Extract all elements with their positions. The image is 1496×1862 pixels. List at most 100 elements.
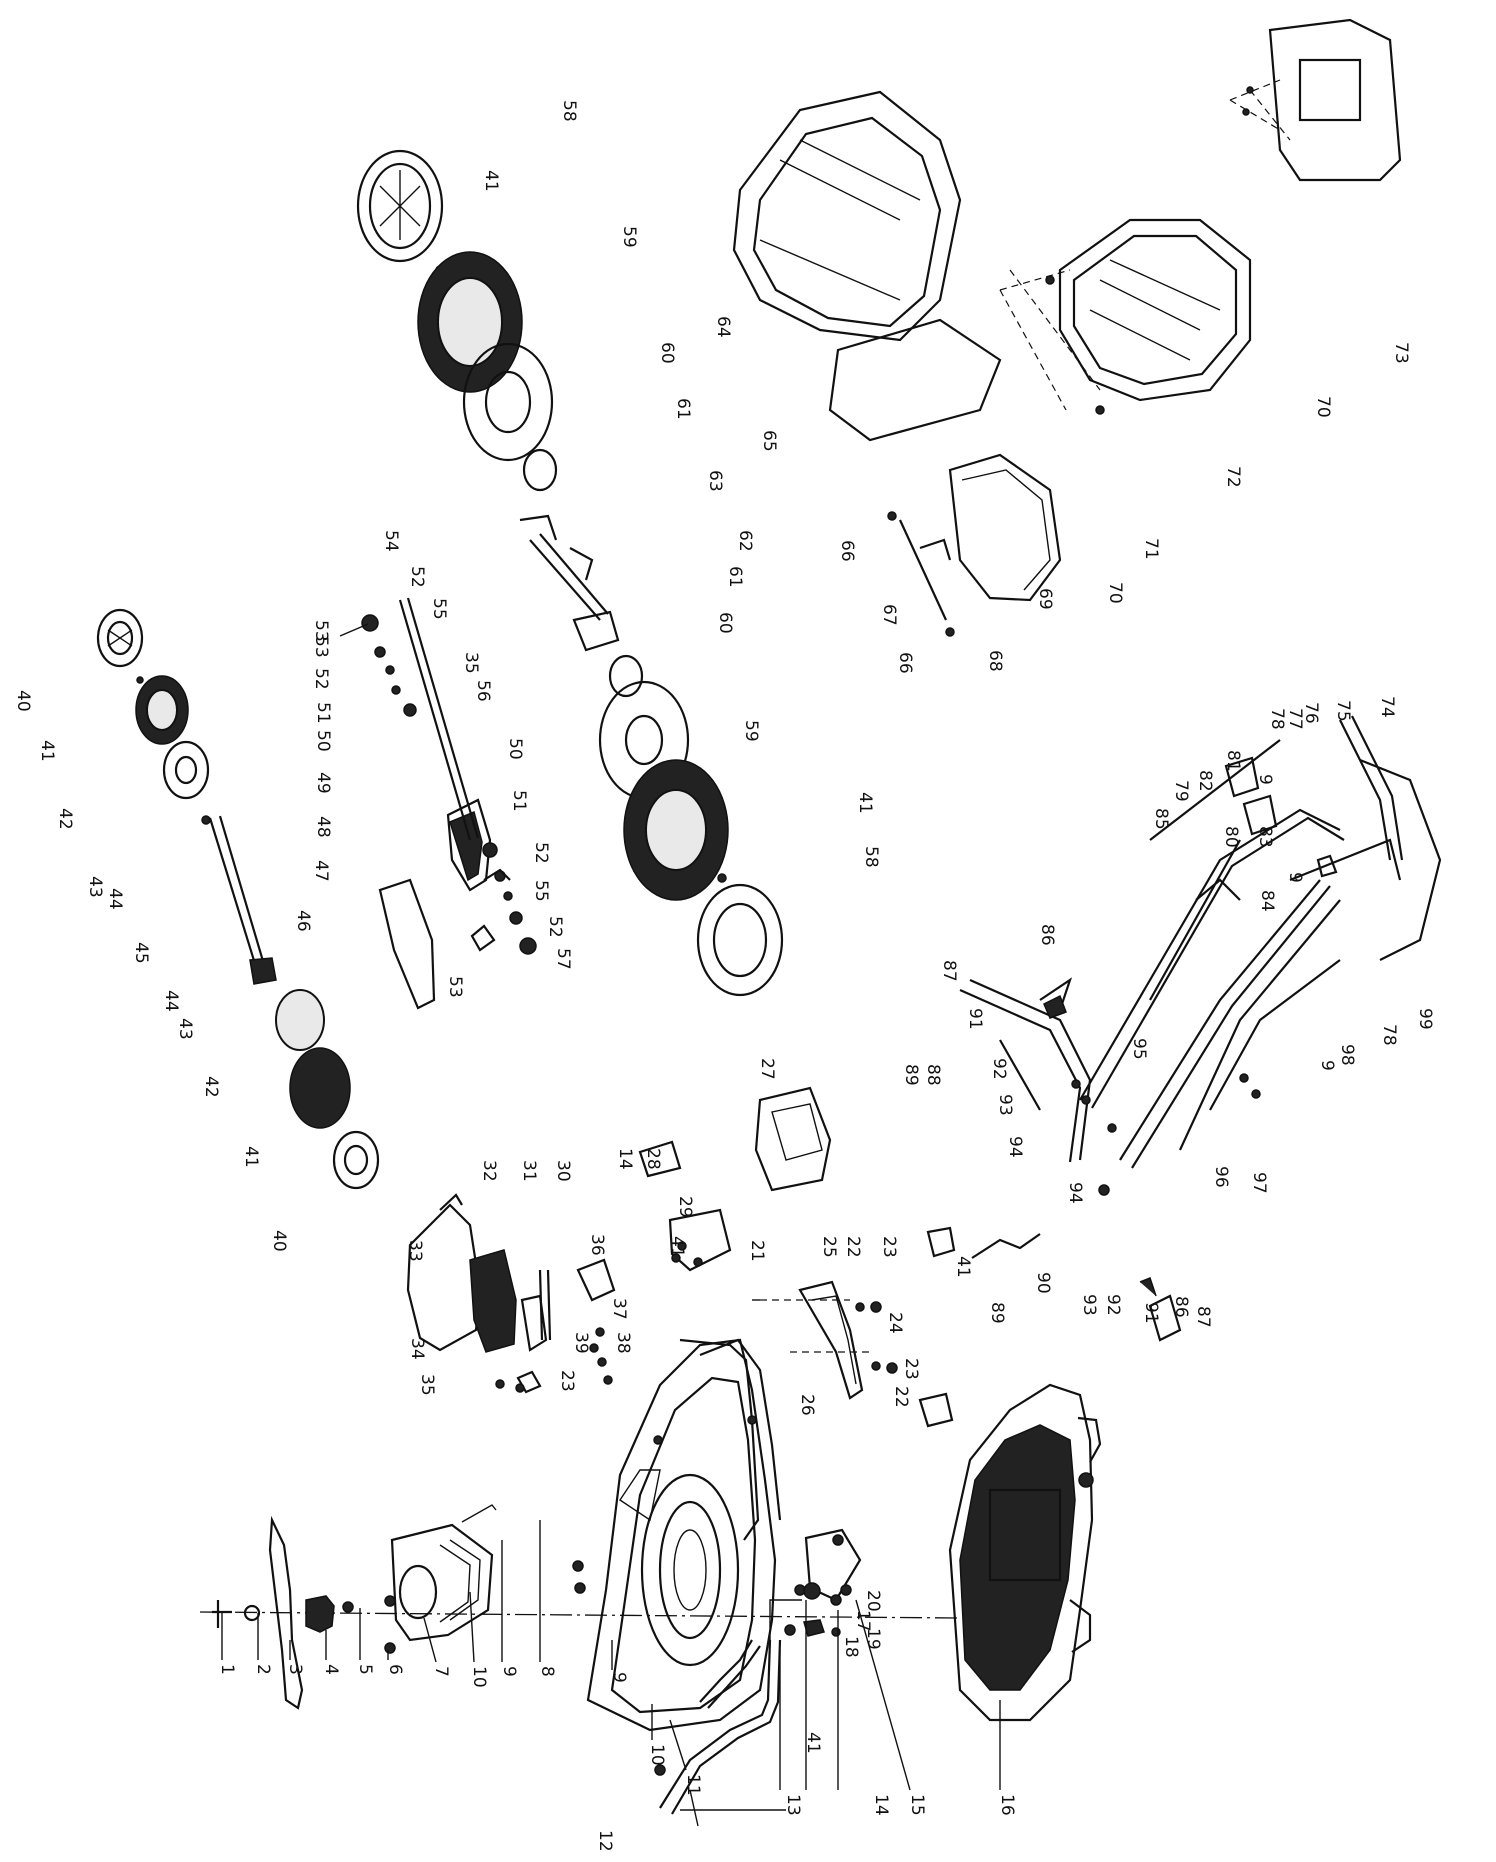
part-label-41-c: 41 bbox=[481, 170, 501, 192]
part-label-48: 48 bbox=[313, 816, 333, 838]
part-label-52-d: 52 bbox=[545, 916, 565, 938]
part-label-67: 67 bbox=[879, 604, 899, 626]
part-label-51-a: 51 bbox=[313, 702, 333, 724]
part-label-98: 98 bbox=[1337, 1044, 1357, 1066]
part-label-26: 26 bbox=[797, 1394, 817, 1416]
part-label-93-a: 93 bbox=[995, 1094, 1015, 1116]
part-label-32: 32 bbox=[479, 1160, 499, 1182]
part-label-21: 21 bbox=[747, 1240, 767, 1262]
part-label-53-b: 53 bbox=[445, 976, 465, 998]
part-label-86-b: 86 bbox=[1171, 1296, 1191, 1318]
part-labels: 1 2 3 4 5 6 7 8 9 9 10 10 11 12 13 14 14… bbox=[13, 100, 1435, 1852]
part-label-44-b: 44 bbox=[161, 990, 181, 1012]
part-label-93-b: 93 bbox=[1079, 1294, 1099, 1316]
part-label-97: 97 bbox=[1249, 1172, 1269, 1194]
part-label-50-a: 50 bbox=[313, 730, 333, 752]
part-label-78-b: 78 bbox=[1379, 1024, 1399, 1046]
part-label-43-a: 43 bbox=[85, 876, 105, 898]
part-label-16: 16 bbox=[997, 1794, 1017, 1816]
part-label-89-a: 89 bbox=[901, 1064, 921, 1086]
part-label-5: 5 bbox=[355, 1664, 375, 1675]
part-label-69: 69 bbox=[1035, 588, 1055, 610]
part-label-60-b: 60 bbox=[715, 612, 735, 634]
part-label-76: 76 bbox=[1301, 702, 1321, 724]
part-label-41-e: 41 bbox=[667, 1236, 687, 1258]
part-label-85: 85 bbox=[1151, 808, 1171, 830]
part-label-51-b: 51 bbox=[509, 790, 529, 812]
grass-catcher bbox=[732, 18, 1402, 637]
part-label-23-c: 23 bbox=[557, 1370, 577, 1392]
part-label-52-b: 52 bbox=[407, 566, 427, 588]
part-label-41-a: 41 bbox=[37, 740, 57, 762]
part-label-72: 72 bbox=[1223, 466, 1243, 488]
part-label-35-a: 35 bbox=[417, 1374, 437, 1396]
part-label-17: 17 bbox=[853, 1610, 873, 1632]
rear-wheel-assembly bbox=[356, 149, 784, 997]
part-label-40-a: 40 bbox=[13, 690, 33, 712]
part-label-94-b: 94 bbox=[1065, 1182, 1085, 1204]
part-label-15: 15 bbox=[907, 1794, 927, 1816]
part-label-24: 24 bbox=[885, 1312, 905, 1334]
cutting-deck bbox=[572, 1338, 782, 1776]
part-label-3: 3 bbox=[285, 1664, 305, 1675]
part-label-41-b: 41 bbox=[241, 1146, 261, 1168]
part-label-41-d: 41 bbox=[855, 792, 875, 814]
rear-flap-bracket bbox=[752, 1280, 898, 1400]
part-label-92-a: 92 bbox=[989, 1058, 1009, 1080]
part-label-27: 27 bbox=[757, 1058, 777, 1080]
part-label-9-e: 9 bbox=[1317, 1060, 1337, 1071]
part-label-60-a: 60 bbox=[657, 342, 677, 364]
part-label-1: 1 bbox=[217, 1664, 237, 1675]
part-label-83: 83 bbox=[1255, 826, 1275, 848]
part-label-8: 8 bbox=[537, 1666, 557, 1677]
part-label-53-a: 53 bbox=[311, 636, 331, 658]
part-label-44-a: 44 bbox=[105, 888, 125, 910]
part-label-80: 80 bbox=[1221, 826, 1241, 848]
part-label-47: 47 bbox=[311, 860, 331, 882]
part-label-52-a: 52 bbox=[311, 668, 331, 690]
part-label-57: 57 bbox=[553, 948, 573, 970]
part-label-81: 81 bbox=[1223, 750, 1243, 772]
part-label-95: 95 bbox=[1129, 1038, 1149, 1060]
part-label-58-b: 58 bbox=[861, 846, 881, 868]
part-label-82: 82 bbox=[1195, 770, 1215, 792]
part-label-41-g: 41 bbox=[953, 1256, 973, 1278]
part-label-30: 30 bbox=[553, 1160, 573, 1182]
part-label-18: 18 bbox=[841, 1636, 861, 1658]
part-label-86-a: 86 bbox=[1037, 924, 1057, 946]
gearbox-assembly bbox=[339, 597, 537, 1010]
part-label-66-b: 66 bbox=[895, 652, 915, 674]
part-label-37: 37 bbox=[609, 1298, 629, 1320]
part-label-9-a: 9 bbox=[499, 1666, 519, 1677]
part-label-65: 65 bbox=[759, 430, 779, 452]
part-label-92-b: 92 bbox=[1103, 1294, 1123, 1316]
part-label-91-a: 91 bbox=[965, 1008, 985, 1030]
part-label-43-b: 43 bbox=[175, 1018, 195, 1040]
front-wheel-assembly bbox=[96, 608, 380, 1190]
part-label-73: 73 bbox=[1391, 342, 1411, 364]
part-label-11: 11 bbox=[683, 1774, 703, 1796]
part-label-68: 68 bbox=[985, 650, 1005, 672]
part-label-63: 63 bbox=[705, 470, 725, 492]
part-label-90: 90 bbox=[1033, 1272, 1053, 1294]
part-label-70-b: 70 bbox=[1313, 396, 1333, 418]
part-label-75: 75 bbox=[1333, 700, 1353, 722]
part-label-91-b: 91 bbox=[1141, 1302, 1161, 1324]
part-label-2: 2 bbox=[253, 1664, 273, 1675]
part-label-99: 99 bbox=[1415, 1008, 1435, 1030]
part-label-33: 33 bbox=[405, 1240, 425, 1262]
part-label-22-a: 22 bbox=[843, 1236, 863, 1258]
part-label-39: 39 bbox=[571, 1332, 591, 1354]
part-label-55-b: 55 bbox=[531, 880, 551, 902]
part-label-49: 49 bbox=[313, 772, 333, 794]
part-label-40-b: 40 bbox=[269, 1230, 289, 1252]
leader-lines bbox=[221, 1520, 1001, 1827]
part-label-62: 62 bbox=[735, 530, 755, 552]
handle-assembly bbox=[918, 715, 1442, 1428]
part-label-23-b: 23 bbox=[901, 1358, 921, 1380]
part-label-89-b: 89 bbox=[987, 1302, 1007, 1324]
part-label-41-f: 41 bbox=[803, 1732, 823, 1754]
part-label-42-b: 42 bbox=[201, 1076, 221, 1098]
blade-assembly bbox=[212, 1504, 497, 1710]
